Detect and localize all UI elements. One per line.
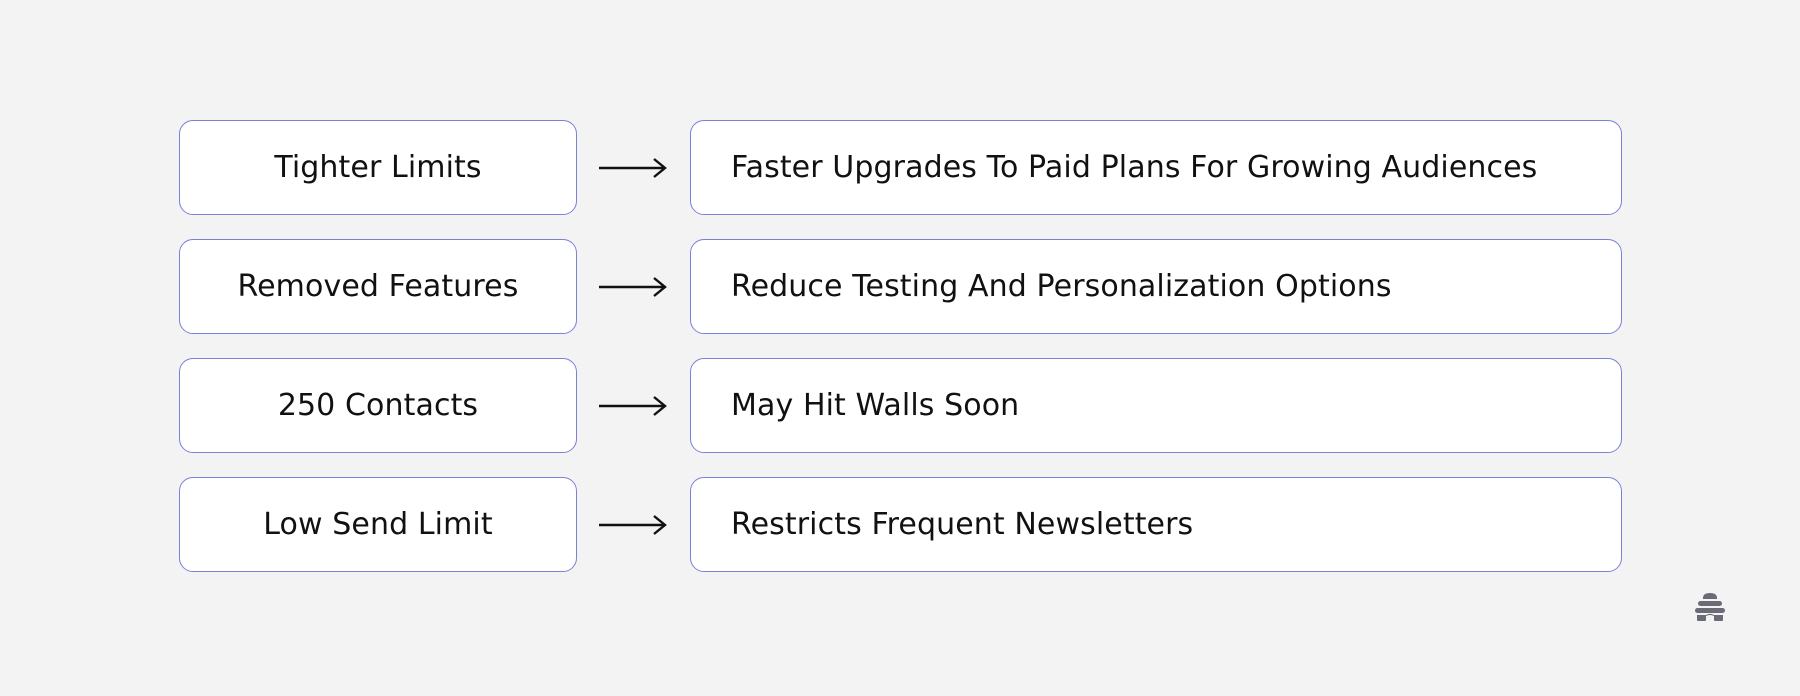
- cause-box: 250 Contacts: [179, 358, 577, 453]
- effect-label: Restricts Frequent Newsletters: [731, 507, 1194, 542]
- cause-box: Tighter Limits: [179, 120, 577, 215]
- right-arrow-icon: [599, 396, 667, 416]
- cause-effect-diagram: Tighter Limits Faster Upgrades To Paid P…: [179, 120, 1622, 596]
- cause-label: Removed Features: [237, 269, 519, 304]
- beehive-logo-icon: [1695, 593, 1725, 621]
- cause-box: Low Send Limit: [179, 477, 577, 572]
- effect-box: May Hit Walls Soon: [690, 358, 1622, 453]
- effect-label: May Hit Walls Soon: [731, 388, 1020, 423]
- cause-box: Removed Features: [179, 239, 577, 334]
- right-arrow-icon: [599, 277, 667, 297]
- cause-label: Tighter Limits: [274, 150, 482, 185]
- diagram-row: Removed Features Reduce Testing And Pers…: [179, 239, 1622, 336]
- effect-box: Faster Upgrades To Paid Plans For Growin…: [690, 120, 1622, 215]
- effect-label: Faster Upgrades To Paid Plans For Growin…: [731, 150, 1538, 185]
- right-arrow-icon: [599, 158, 667, 178]
- effect-label: Reduce Testing And Personalization Optio…: [731, 269, 1392, 304]
- right-arrow-icon: [599, 515, 667, 535]
- effect-box: Restricts Frequent Newsletters: [690, 477, 1622, 572]
- diagram-row: Low Send Limit Restricts Frequent Newsle…: [179, 477, 1622, 574]
- diagram-row: Tighter Limits Faster Upgrades To Paid P…: [179, 120, 1622, 217]
- cause-label: 250 Contacts: [277, 388, 479, 423]
- cause-label: Low Send Limit: [263, 507, 493, 542]
- effect-box: Reduce Testing And Personalization Optio…: [690, 239, 1622, 334]
- diagram-row: 250 Contacts May Hit Walls Soon: [179, 358, 1622, 455]
